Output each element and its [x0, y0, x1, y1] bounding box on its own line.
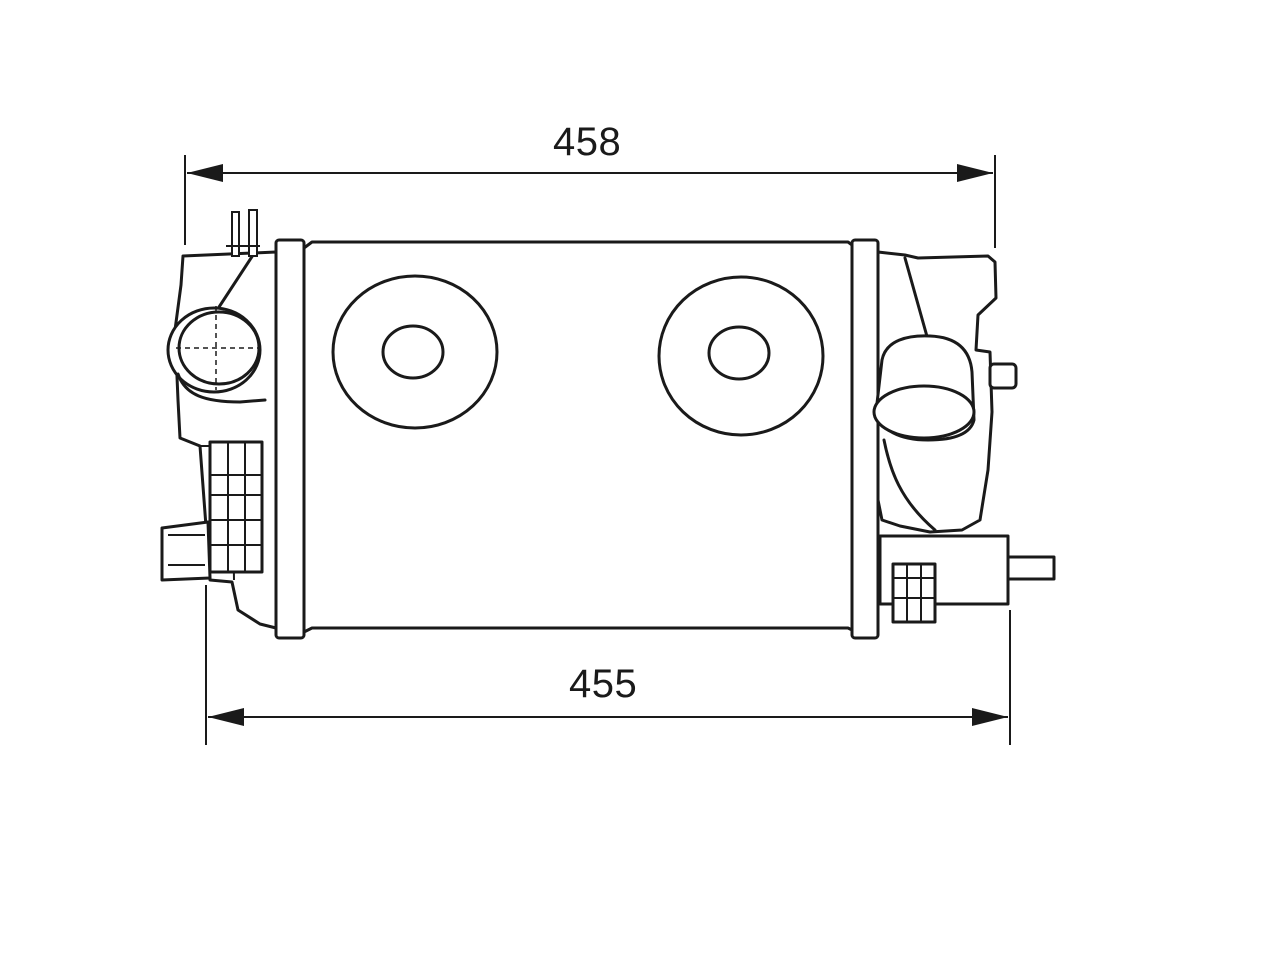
right-tank — [872, 250, 1056, 624]
left-tank — [160, 209, 278, 630]
right-end-plate — [850, 238, 880, 640]
right-mount-disc — [657, 275, 825, 437]
core-body — [302, 240, 858, 634]
left-mount-disc — [331, 274, 499, 430]
left-end-plate — [274, 238, 306, 640]
top-dimension-label: 458 — [553, 120, 622, 164]
bottom-dimension-line — [205, 585, 1011, 745]
bottom-dimension-label: 455 — [569, 662, 638, 706]
top-dimension-line — [184, 155, 996, 248]
